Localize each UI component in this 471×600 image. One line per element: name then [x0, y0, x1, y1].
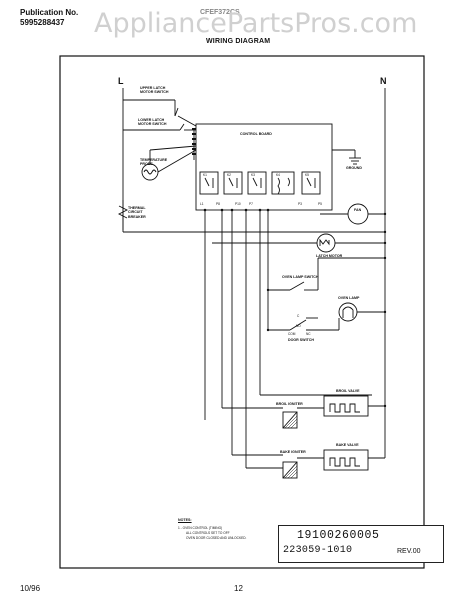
footer-page: 12	[234, 584, 243, 593]
ground-label: GROUND	[346, 166, 362, 170]
broil-valve-label: BROIL VALVE	[336, 389, 360, 393]
part-number-box: 19100260005 223059-1010 REV.00	[278, 525, 444, 563]
model-number: CFEF372CS	[200, 9, 240, 16]
part-number-primary: 19100260005	[297, 529, 380, 542]
switch-term-com: COM	[288, 332, 296, 336]
terminal-l1: L1	[200, 202, 204, 206]
oven-lamp-label: OVEN LAMP	[338, 296, 360, 300]
door-switch-label: DOOR SWITCH	[288, 338, 314, 342]
notes-line-1: 1 - OVEN CONTROL (TIMING)	[178, 526, 223, 530]
relay-k3-label: K3	[251, 173, 255, 177]
terminal-p3: P3	[298, 202, 302, 206]
oven-lamp-switch-label: OVEN LAMP SWITCH	[282, 275, 319, 279]
fan-label: FAN	[354, 208, 362, 212]
relay-k2-label: K2	[227, 173, 231, 177]
broil-igniter-label: BROIL IGNITER	[276, 402, 303, 406]
terminal-p5: P5	[318, 202, 322, 206]
relay-k4-label: K4	[276, 173, 280, 177]
switch-term-no: NO	[296, 324, 301, 328]
part-number-secondary: 223059-1010	[283, 545, 353, 556]
revision-label: REV.00	[397, 548, 421, 555]
notes-line-2: ALL CONTROLS SET TO OFF	[186, 531, 230, 535]
diagram-title: WIRING DIAGRAM	[206, 38, 271, 45]
notes-line-3: OVEN DOOR CLOSED AND UNLOCKED.	[186, 536, 247, 540]
upper-latch-label: UPPER LATCH MOTOR SWITCH	[140, 86, 169, 95]
relay-k1-label: K1	[203, 173, 207, 177]
bake-igniter-label: BAKE IGNITER	[280, 450, 306, 454]
footer-date: 10/96	[20, 584, 41, 593]
terminal-p7: P7	[249, 202, 253, 206]
temp-probe-label: TEMPERATURE PROBE	[140, 158, 168, 167]
switch-term-c: C	[297, 314, 300, 318]
publication-label: Publication No.	[20, 8, 79, 17]
latch-motor-label: LATCH MOTOR	[316, 254, 343, 258]
notes-title: NOTES:	[178, 518, 192, 522]
line-l-label: L	[118, 76, 124, 86]
thermal-breaker-label: THERMAL CIRCUIT BREAKER	[128, 206, 146, 219]
control-board-label: CONTROL BOARD	[240, 132, 272, 136]
terminal-p10: P10	[235, 202, 241, 206]
relay-k5-label: K5	[305, 173, 309, 177]
switch-term-nc: NC	[306, 332, 311, 336]
watermark: AppliancePartsPros.com	[94, 8, 418, 39]
publication-number: 5995288437	[20, 18, 65, 27]
line-n-label: N	[380, 76, 387, 86]
lower-latch-label: LOWER LATCH MOTOR SWITCH	[138, 118, 167, 127]
bake-valve-label: BAKE VALVE	[336, 443, 359, 447]
terminal-p8: P8	[216, 202, 220, 206]
